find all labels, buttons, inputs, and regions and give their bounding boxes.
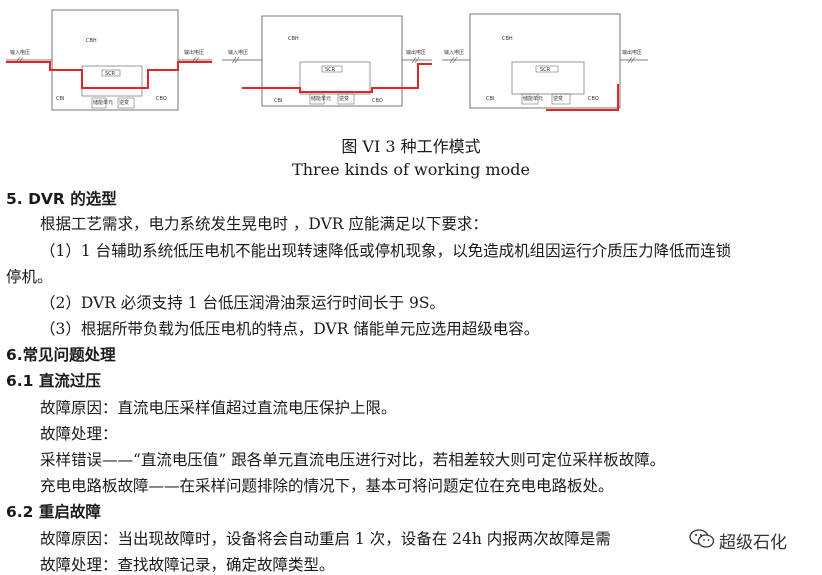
requirement-1-line1: （1）1 台辅助系统低压电机不能出现转速降低或停机现象，以免造成机组因运行介质压… xyxy=(40,242,732,260)
output-label: 输出电压 xyxy=(622,49,642,56)
cbh-label: CBH xyxy=(288,36,299,42)
input-label: 输入电压 xyxy=(228,49,248,56)
cbh-label: CBH xyxy=(502,36,513,42)
cbi-label: CBI xyxy=(56,96,64,102)
requirement-2: （2）DVR 必须支持 1 台低压润滑油泵运行时间长于 9S。 xyxy=(40,294,445,312)
section-6-2-fix: 故障处理：查找故障记录，确定故障类型。 xyxy=(40,556,335,574)
figure-caption-cn: 图 VI 3 种工作模式 xyxy=(341,137,481,156)
storage-label: 储能单元 xyxy=(311,95,331,102)
working-mode-diagrams: CBH CBI CBO 输入电压 输出电压 SCR 储能单元 逆变 CBH CB… xyxy=(0,0,822,130)
diagram-mode-1: CBH CBI CBO 输入电压 输出电压 SCR 储能单元 逆变 xyxy=(6,9,212,111)
cbo-label: CBO xyxy=(588,96,599,102)
requirement-3: （3）根据所带负载为低压电机的特点，DVR 储能单元应选用超级电容。 xyxy=(40,320,540,338)
input-label: 输入电压 xyxy=(444,49,464,56)
figure-caption-en: Three kinds of working mode xyxy=(292,160,530,179)
storage-label: 储能单元 xyxy=(93,99,113,106)
output-label: 输出电压 xyxy=(184,49,204,56)
watermark: 超级石化 xyxy=(683,526,818,553)
section-5-heading: 5. DVR 的选型 xyxy=(6,190,117,208)
section-5-intro: 根据工艺需求，电力系统发生晃电时 ，DVR 应能满足以下要求： xyxy=(40,215,488,233)
section-6-1-fix-label: 故障处理： xyxy=(40,425,118,443)
inverter-label: 逆变 xyxy=(339,95,349,102)
watermark-text: 超级石化 xyxy=(719,533,787,553)
diagram-mode-2: CBH CBI CBO 输入电压 输出电压 SCR 储能单元 逆变 xyxy=(222,15,432,107)
inverter-label: 逆变 xyxy=(553,95,563,102)
requirement-1-line2: 停机。 xyxy=(6,268,53,286)
scr-label: SCR xyxy=(540,67,551,73)
cbo-label: CBO xyxy=(372,98,383,104)
cbh-label: CBH xyxy=(86,38,97,44)
inverter-label: 逆变 xyxy=(119,99,129,106)
storage-label: 储能单元 xyxy=(523,95,543,102)
section-6-1-fix-1: 采样错误——“直流电压值” 跟各单元直流电压进行对比，若相差较大则可定位采样板故… xyxy=(40,451,666,469)
section-6-1-cause: 故障原因：直流电压采样值超过直流电压保护上限。 xyxy=(40,399,397,417)
scr-label: SCR xyxy=(105,71,116,77)
scr-label: SCR xyxy=(325,67,336,73)
section-6-1-heading: 6.1 直流过压 xyxy=(6,372,101,390)
section-6-heading: 6.常见问题处理 xyxy=(6,346,116,364)
diagram-mode-3: CBH CBI CBO 输入电压 输出电压 SCR 储能单元 逆变 xyxy=(442,13,648,111)
wechat-icon xyxy=(689,529,715,548)
cbi-label: CBI xyxy=(486,96,494,102)
section-6-1-fix-2: 充电电路板故障——在采样问题排除的情况下，基本可将问题定位在充电电路板处。 xyxy=(40,477,614,495)
section-6-2-cause: 故障原因：当出现故障时，设备将会自动重启 1 次，设备在 24h 内报两次故障是… xyxy=(40,530,611,548)
section-6-2-heading: 6.2 重启故障 xyxy=(6,503,101,521)
input-label: 输入电压 xyxy=(10,49,30,56)
cbo-label: CBO xyxy=(156,96,167,102)
cbi-label: CBI xyxy=(274,98,282,104)
output-label: 输出电压 xyxy=(406,49,426,56)
